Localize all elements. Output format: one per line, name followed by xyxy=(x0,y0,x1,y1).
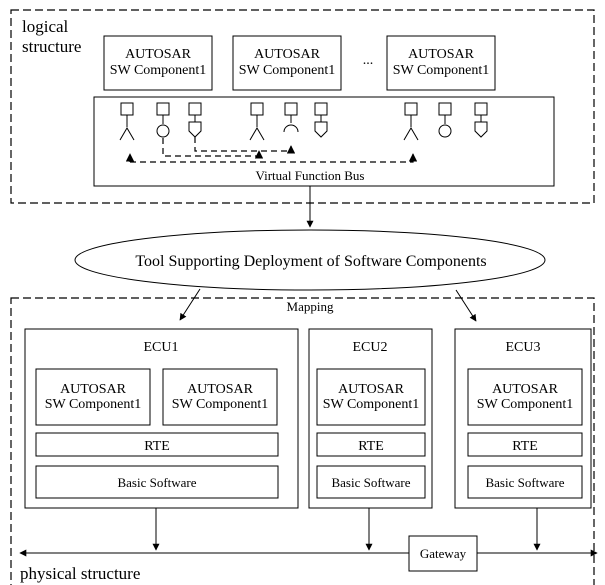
port-group xyxy=(119,102,202,141)
ecu-rte xyxy=(35,432,279,457)
logical-structure-title: logical xyxy=(22,17,69,36)
component-label-line1: AUTOSAR xyxy=(408,47,475,62)
deployment-tool-ellipse xyxy=(74,229,546,291)
deployment-tool-label: Tool Supporting Deployment of Software C… xyxy=(135,253,486,270)
component-label-line1: AUTOSAR xyxy=(187,382,254,397)
ecu-sw-component xyxy=(35,368,151,426)
ecu-rte xyxy=(316,432,426,457)
gateway-box: Gateway xyxy=(408,535,478,572)
ecu-bus-connectors xyxy=(152,508,541,551)
physical-structure-frame xyxy=(10,297,595,585)
ecu-name: ECU2 xyxy=(353,340,388,355)
ecu-rte xyxy=(467,432,583,457)
ecu-basic-software xyxy=(467,465,583,499)
ecu-box: ECU3 AUTOSAR SW Component1 RTE Basic Sof… xyxy=(454,328,592,509)
mapping-label: Mapping xyxy=(287,299,334,314)
ecu-sw-component xyxy=(467,368,583,426)
component-ellipsis: ... xyxy=(363,53,374,68)
mapping-arrow-ecu1 xyxy=(179,288,201,321)
rte-label: RTE xyxy=(144,439,170,454)
basic-software-label: Basic Software xyxy=(331,475,410,490)
logical-sw-component: AUTOSAR SW Component1 xyxy=(232,35,342,91)
port-group xyxy=(403,102,488,141)
component-label-line2: SW Component1 xyxy=(110,63,207,78)
component-label-line2: SW Component1 xyxy=(477,397,574,412)
virtual-function-bus-label: Virtual Function Bus xyxy=(256,168,365,183)
ecu-name: ECU3 xyxy=(506,340,541,355)
ecu-sw-component xyxy=(162,368,278,426)
ecu-basic-software xyxy=(316,465,426,499)
component-label-line1: AUTOSAR xyxy=(338,382,405,397)
logical-sw-component: AUTOSAR SW Component1 xyxy=(386,35,496,91)
communication-links xyxy=(125,137,418,163)
ecu-name: ECU1 xyxy=(144,340,179,355)
component-label-line2: SW Component1 xyxy=(172,397,269,412)
component-label-line2: SW Component1 xyxy=(393,63,490,78)
basic-software-label: Basic Software xyxy=(485,475,564,490)
mapping-arrow-ecu3 xyxy=(455,289,477,322)
rte-label: RTE xyxy=(358,439,384,454)
component-label-line1: AUTOSAR xyxy=(254,47,321,62)
ecu-sw-component xyxy=(316,368,426,426)
component-label-line1: AUTOSAR xyxy=(492,382,559,397)
logical-sw-component: AUTOSAR SW Component1 xyxy=(103,35,213,91)
port-group xyxy=(249,102,328,141)
basic-software-label: Basic Software xyxy=(117,475,196,490)
ecu-box: ECU2 AUTOSAR SW Component1 RTE Basic Sof… xyxy=(308,328,433,509)
component-label-line2: SW Component1 xyxy=(323,397,420,412)
physical-structure-title: physical structure xyxy=(20,564,140,583)
component-label-line1: AUTOSAR xyxy=(125,47,192,62)
logical-structure-title-line2: structure xyxy=(22,37,81,56)
component-label-line2: SW Component1 xyxy=(239,63,336,78)
component-label-line2: SW Component1 xyxy=(45,397,142,412)
ecu-basic-software xyxy=(35,465,279,499)
component-label-line1: AUTOSAR xyxy=(60,382,127,397)
rte-label: RTE xyxy=(512,439,538,454)
gateway-label: Gateway xyxy=(420,546,467,561)
logical-structure-frame xyxy=(10,9,595,204)
ecu-box: ECU1 AUTOSAR SW Component1 AUTOSAR SW Co… xyxy=(24,328,299,509)
